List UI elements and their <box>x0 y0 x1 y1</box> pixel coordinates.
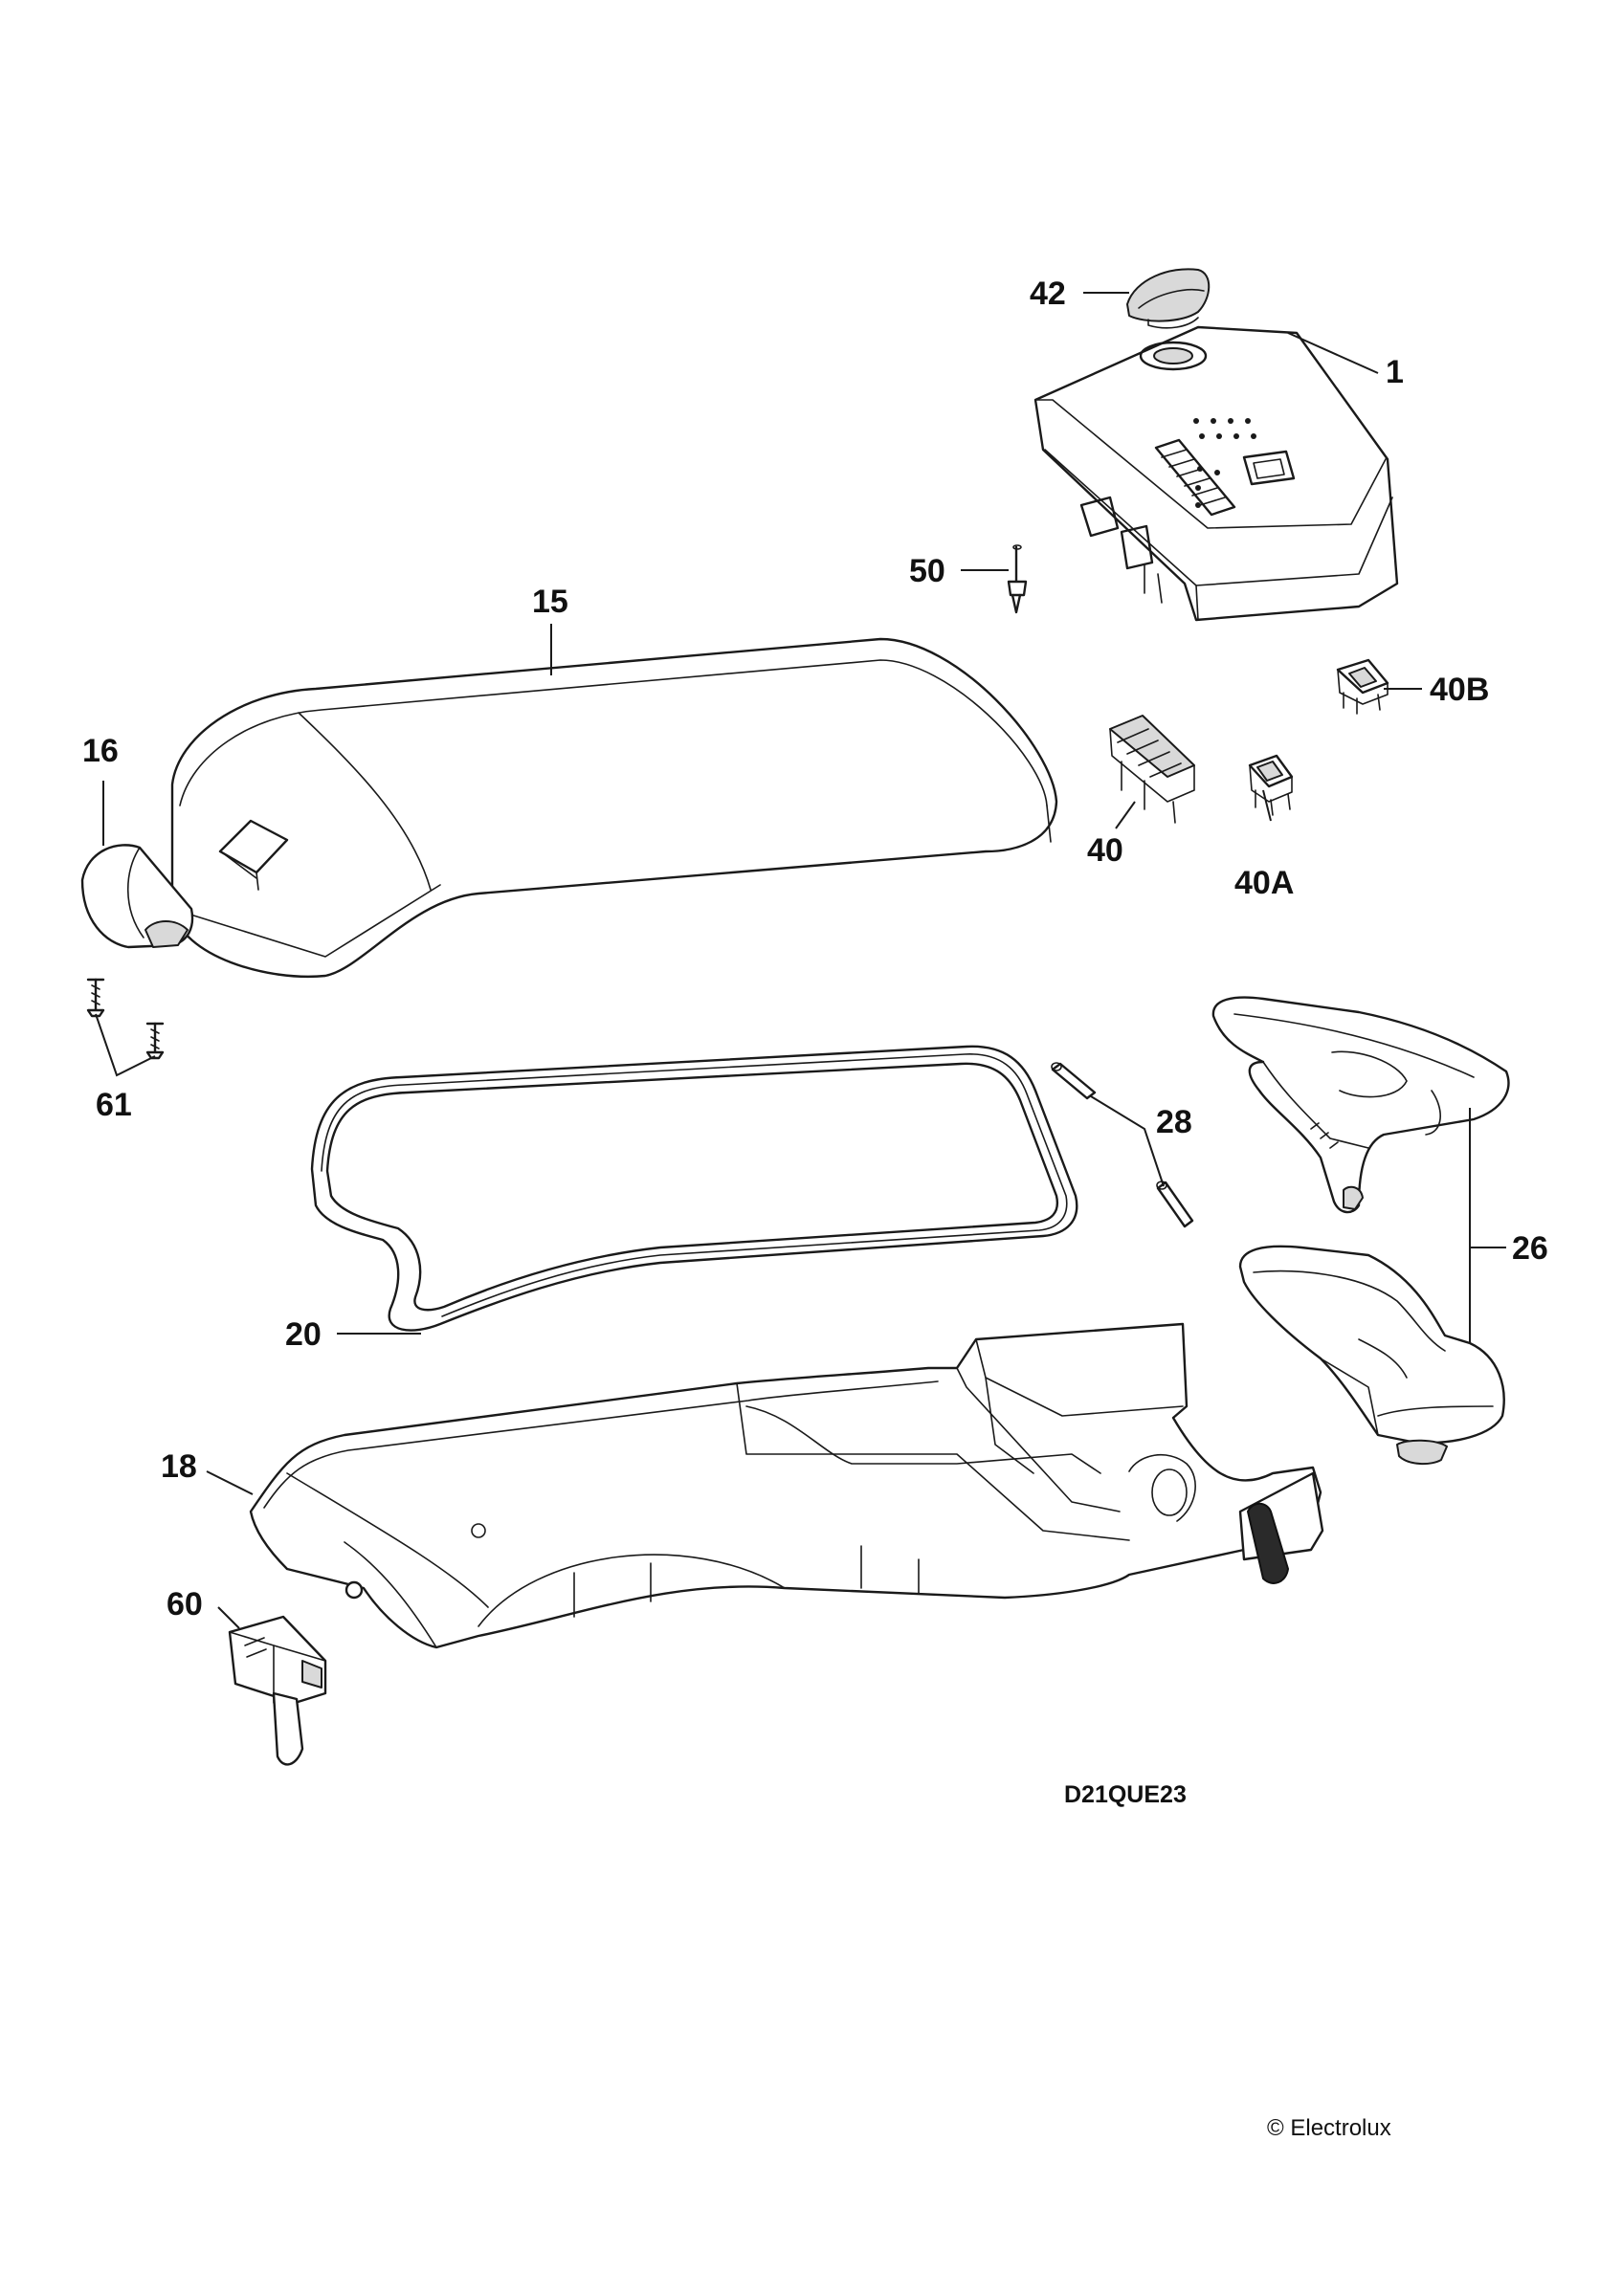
label-part-40B: 40B <box>1430 672 1489 708</box>
door-lock-part-60 <box>228 1615 327 1766</box>
leader-lines <box>95 292 1506 1629</box>
hinge-bracket-part-26 <box>1211 996 1510 1466</box>
label-part-18: 18 <box>161 1448 197 1485</box>
lid-frame-part-18 <box>249 1322 1324 1649</box>
label-part-20: 20 <box>285 1316 322 1353</box>
drawing-code: D21QUE23 <box>1064 1781 1187 1808</box>
label-part-1: 1 <box>1386 354 1404 390</box>
label-part-40A: 40A <box>1234 865 1294 901</box>
label-part-42: 42 <box>1030 276 1066 312</box>
lid-part-15 <box>170 637 1058 978</box>
door-seal-part-20 <box>310 1045 1078 1332</box>
hinge-cap-part-16 <box>80 844 194 949</box>
screws-part-61 <box>86 978 165 1060</box>
label-part-26: 26 <box>1512 1230 1548 1267</box>
button-part-40A <box>1248 754 1294 816</box>
button-strip-part-40 <box>1109 715 1195 824</box>
label-part-61: 61 <box>96 1087 132 1123</box>
copyright-notice: © Electrolux <box>1267 2115 1391 2141</box>
label-part-50: 50 <box>909 553 945 589</box>
part-labels: 42 1 50 15 40B 16 40 40A 61 28 26 20 18 … <box>82 276 1548 1623</box>
label-part-15: 15 <box>532 584 568 620</box>
pin-part-50 <box>1007 544 1028 614</box>
label-part-40: 40 <box>1087 832 1123 869</box>
button-part-40B <box>1336 658 1389 715</box>
label-part-28: 28 <box>1156 1104 1192 1140</box>
label-part-60: 60 <box>167 1586 203 1623</box>
knob-part-42 <box>1126 268 1211 329</box>
control-panel-part-1 <box>1033 325 1399 622</box>
label-part-16: 16 <box>82 733 119 769</box>
